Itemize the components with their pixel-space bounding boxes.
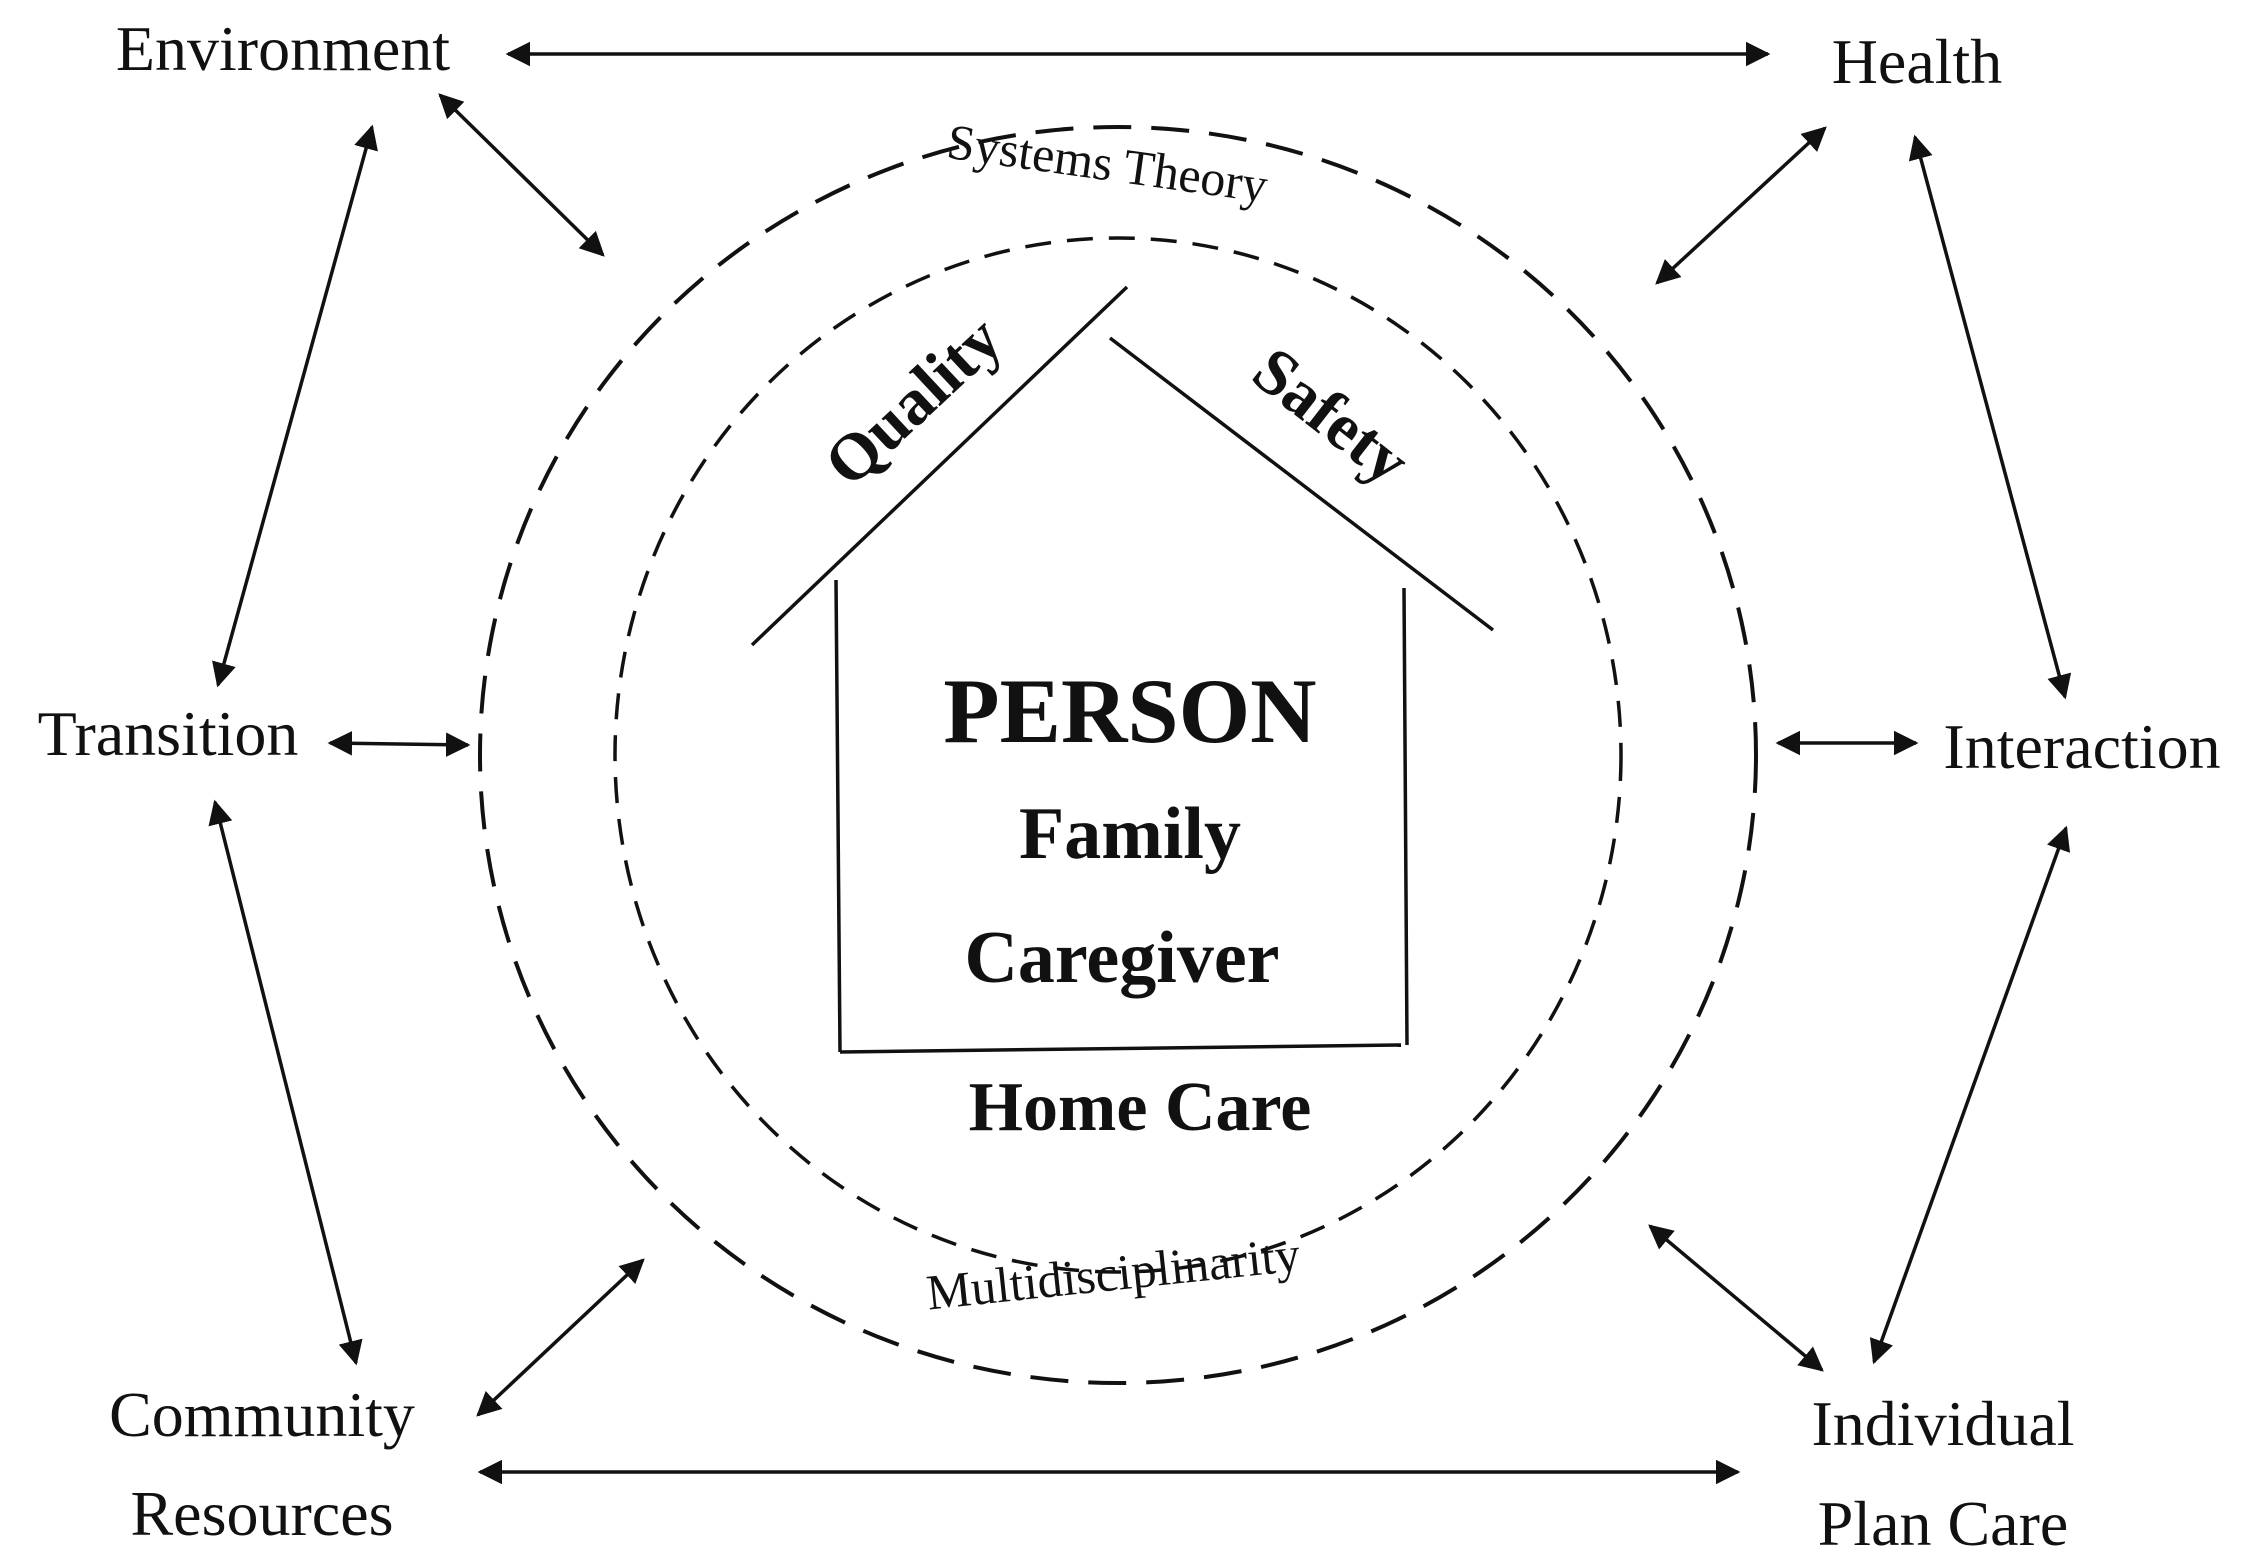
family-label: Family (1019, 793, 1241, 875)
arrow-transition-ring (327, 731, 471, 757)
house-outline (750, 285, 1495, 1054)
arrow-interaction-individual (1869, 825, 2071, 1365)
quality-label: Quality (811, 302, 1016, 500)
arrow-individual-ring (1648, 1224, 1824, 1372)
arrow-health-ring (1655, 126, 1827, 285)
house-left-wall (834, 579, 842, 1053)
arrow-transition-community (208, 799, 363, 1366)
roof-right-line (1108, 336, 1495, 632)
caregiver-label: Caregiver (964, 917, 1279, 999)
roof-left-line (750, 285, 1129, 647)
community-node-line1: Community (109, 1379, 415, 1450)
person-title: PERSON (943, 660, 1316, 762)
house-floor (839, 1043, 1402, 1054)
community-node-line2: Resources (130, 1478, 393, 1549)
connector-arrows (208, 41, 2072, 1485)
arrow-health-interaction (1908, 134, 2072, 700)
arrow-environment-ring (438, 93, 605, 257)
individual-node-line1: Individual (1811, 1388, 2074, 1459)
outer-dashed-ring (478, 125, 1758, 1385)
safety-label: Safety (1239, 333, 1423, 499)
interaction-node: Interaction (1943, 711, 2220, 782)
environment-node: Environment (116, 13, 450, 84)
multidisciplinarity-label: Multidisciplinarity (924, 1226, 1303, 1321)
individual-node-line2: Plan Care (1818, 1488, 2069, 1559)
arrow-environment-transition (212, 124, 378, 688)
health-node: Health (1832, 26, 2003, 97)
arrow-community-ring (476, 1258, 645, 1417)
home-care-caption: Home Care (969, 1069, 1312, 1146)
transition-node: Transition (38, 698, 299, 769)
house-right-wall (1402, 587, 1409, 1046)
inner-dashed-ring (613, 236, 1623, 1274)
